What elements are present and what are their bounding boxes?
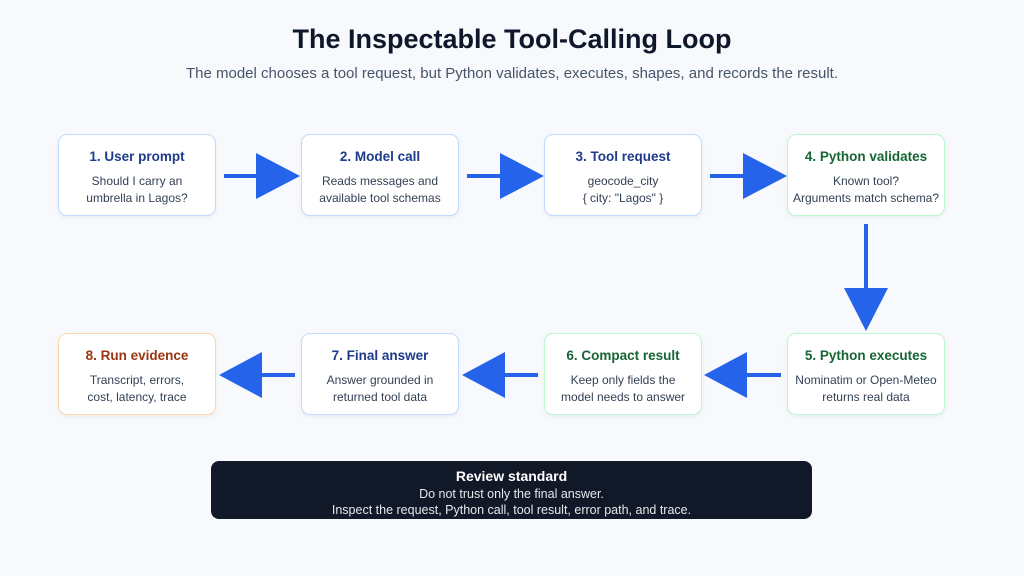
- step-title: 6. Compact result: [566, 348, 680, 363]
- arrow-step4-to-step5: [844, 224, 888, 331]
- step-body: Known tool? Arguments match schema?: [792, 174, 940, 205]
- step-title: 8. Run evidence: [85, 348, 189, 363]
- step-python-executes: 5. Python executes Nominatim or Open-Met…: [787, 333, 945, 415]
- arrow-step1-to-step2: [224, 153, 300, 199]
- review-title: Review standard: [455, 468, 568, 484]
- step-body: Should I carry an umbrella in Lagos?: [86, 174, 188, 205]
- step-user-prompt: 1. User prompt Should I carry an umbrell…: [58, 134, 216, 216]
- step-python-validates: 4. Python validates Known tool? Argument…: [787, 134, 945, 216]
- arrow-step6-to-step7: [462, 352, 538, 398]
- step-final-answer: 7. Final answer Answer grounded in retur…: [301, 333, 459, 415]
- step-body: Answer grounded in returned tool data: [326, 373, 434, 404]
- step-title: 7. Final answer: [331, 348, 429, 363]
- step-run-evidence: 8. Run evidence Transcript, errors, cost…: [58, 333, 216, 415]
- step-title: 1. User prompt: [89, 149, 185, 164]
- page-title: The Inspectable Tool-Calling Loop: [292, 24, 732, 54]
- step-body: geocode_city { city: "Lagos" }: [582, 174, 664, 205]
- step-body: Transcript, errors, cost, latency, trace: [87, 373, 187, 404]
- step-title: 5. Python executes: [804, 348, 928, 363]
- step-model-call: 2. Model call Reads messages and availab…: [301, 134, 459, 216]
- step-compact-result: 6. Compact result Keep only fields the m…: [544, 333, 702, 415]
- step-body: Reads messages and available tool schema…: [319, 174, 441, 205]
- step-body: Nominatim or Open-Meteo returns real dat…: [795, 373, 937, 404]
- step-tool-request: 3. Tool request geocode_city { city: "La…: [544, 134, 702, 216]
- step-body: Keep only fields the model needs to answ…: [560, 373, 686, 404]
- review-body: Do not trust only the final answer. Insp…: [331, 487, 692, 517]
- arrow-step2-to-step3: [467, 153, 544, 199]
- step-title: 3. Tool request: [575, 149, 671, 164]
- arrow-step7-to-step8: [219, 352, 295, 398]
- arrow-step3-to-step4: [710, 153, 787, 199]
- step-title: 2. Model call: [339, 149, 421, 164]
- arrow-step5-to-step6: [704, 352, 781, 398]
- review-standard-panel: Review standard Do not trust only the fi…: [211, 461, 812, 519]
- step-title: 4. Python validates: [804, 149, 928, 164]
- page-subtitle: The model chooses a tool request, but Py…: [185, 65, 839, 82]
